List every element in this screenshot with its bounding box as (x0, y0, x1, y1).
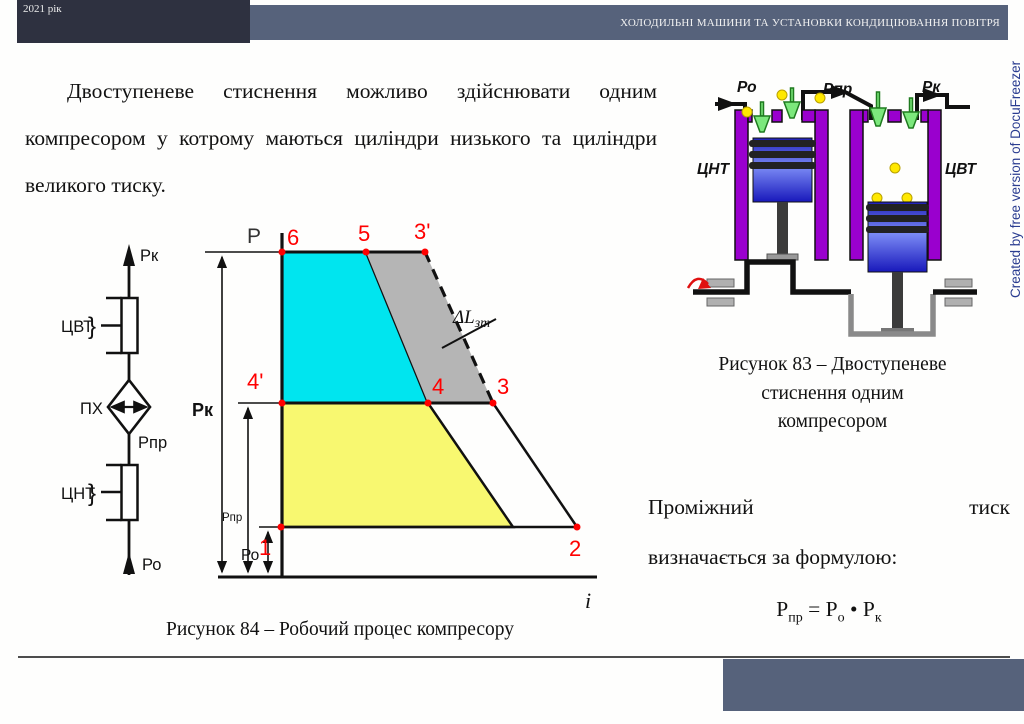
footer-accent-rect (723, 659, 1024, 711)
pt-3p: 3' (414, 219, 430, 244)
fig83-ppr: Рпр (823, 81, 852, 98)
fig83-cnt: ЦНТ (697, 161, 730, 178)
point-labels: 6 5 3' 4' 4 3 1 2 (247, 219, 581, 561)
fig83-po: Ро (737, 79, 757, 96)
axis-y-label: P (247, 225, 261, 248)
fig83-pk: Рк (922, 79, 941, 96)
label-cnt: ЦНТ (61, 485, 95, 503)
caption-line: стиснення одним (761, 382, 904, 404)
pi-diagram: 6 5 3' 4' 4 3 1 2 P i Рк Рпр Ро ΔLзт (192, 219, 597, 613)
caption-line: Рисунок 83 – Двоступеневе (718, 354, 947, 375)
fig83-cvt: ЦВТ (945, 161, 978, 178)
brace-glyph: } (88, 313, 96, 340)
dim-pk: Рк (192, 400, 214, 420)
year-label: 2021 рік (23, 3, 62, 15)
diagram-labels: P i Рк Рпр Ро ΔLзт (192, 225, 591, 613)
text-line-1: Проміжний тиск (648, 495, 1010, 519)
schematic-arrows (123, 244, 135, 574)
schematic-labels: Рк ЦВТ } ПХ Рпр ЦНТ } Ро (61, 247, 167, 574)
label-cvt: ЦВТ (61, 318, 93, 336)
flow-arrows (718, 85, 942, 111)
compressor-illustration: Ро Рпр Рк ЦНТ ЦВТ (686, 79, 978, 337)
brace-glyph: } (88, 480, 96, 507)
caption-line: компресором (777, 411, 888, 432)
text-line-2: визначається за формулою: (648, 545, 898, 569)
intro-paragraph: Двоступеневе стиснення можливо здійснюва… (25, 79, 657, 197)
axis-x-label: i (585, 588, 591, 613)
cylinder-walls (734, 109, 942, 261)
pt-3: 3 (497, 374, 509, 399)
pt-4: 4 (432, 374, 444, 399)
region-saved-work (366, 252, 493, 403)
pt-6: 6 (287, 225, 299, 250)
label-px: ПХ (80, 400, 103, 418)
footer-divider (18, 656, 1010, 658)
valves (741, 87, 921, 204)
intermediate-pressure-text: Проміжний тиск визначається за формулою:… (648, 482, 1010, 643)
schematic-lines (101, 260, 152, 575)
annotation-dl: ΔLзт (452, 307, 490, 331)
illustration-labels: Ро Рпр Рк ЦНТ ЦВТ (697, 79, 978, 178)
figure84-caption: Рисунок 84 – Робочий процес компресору (165, 619, 514, 640)
pistons (749, 137, 929, 334)
label-ppr: Рпр (138, 434, 167, 452)
dim-po: Ро (241, 547, 259, 564)
figure83-caption: Рисунок 83 – Двоступеневе стиснення одни… (660, 351, 1005, 437)
pt-1: 1 (259, 535, 271, 560)
crankshaft (686, 259, 977, 337)
label-po: Ро (142, 556, 161, 574)
state-points (277, 248, 581, 531)
header-bar: ХОЛОДИЛЬНІ МАШИНИ ТА УСТАНОВКИ КОНДИЦІЮВ… (250, 5, 1008, 40)
dim-ppr: Рпр (222, 512, 242, 524)
label-pk: Рк (140, 247, 159, 265)
watermark-text: Created by free version of DocuFreezer (1008, 60, 1023, 298)
compressor-schematic: Рк ЦВТ } ПХ Рпр ЦНТ } Ро (61, 244, 167, 575)
header-year-box: 2021 рік (17, 0, 250, 43)
pressure-formula: Рпр = Ро • Рк (776, 597, 882, 626)
pt-4p: 4' (247, 369, 263, 394)
header-title: ХОЛОДИЛЬНІ МАШИНИ ТА УСТАНОВКИ КОНДИЦІЮВ… (620, 16, 1000, 29)
pt-5: 5 (358, 221, 370, 246)
pt-2: 2 (569, 536, 581, 561)
region-low-stage (280, 401, 516, 529)
